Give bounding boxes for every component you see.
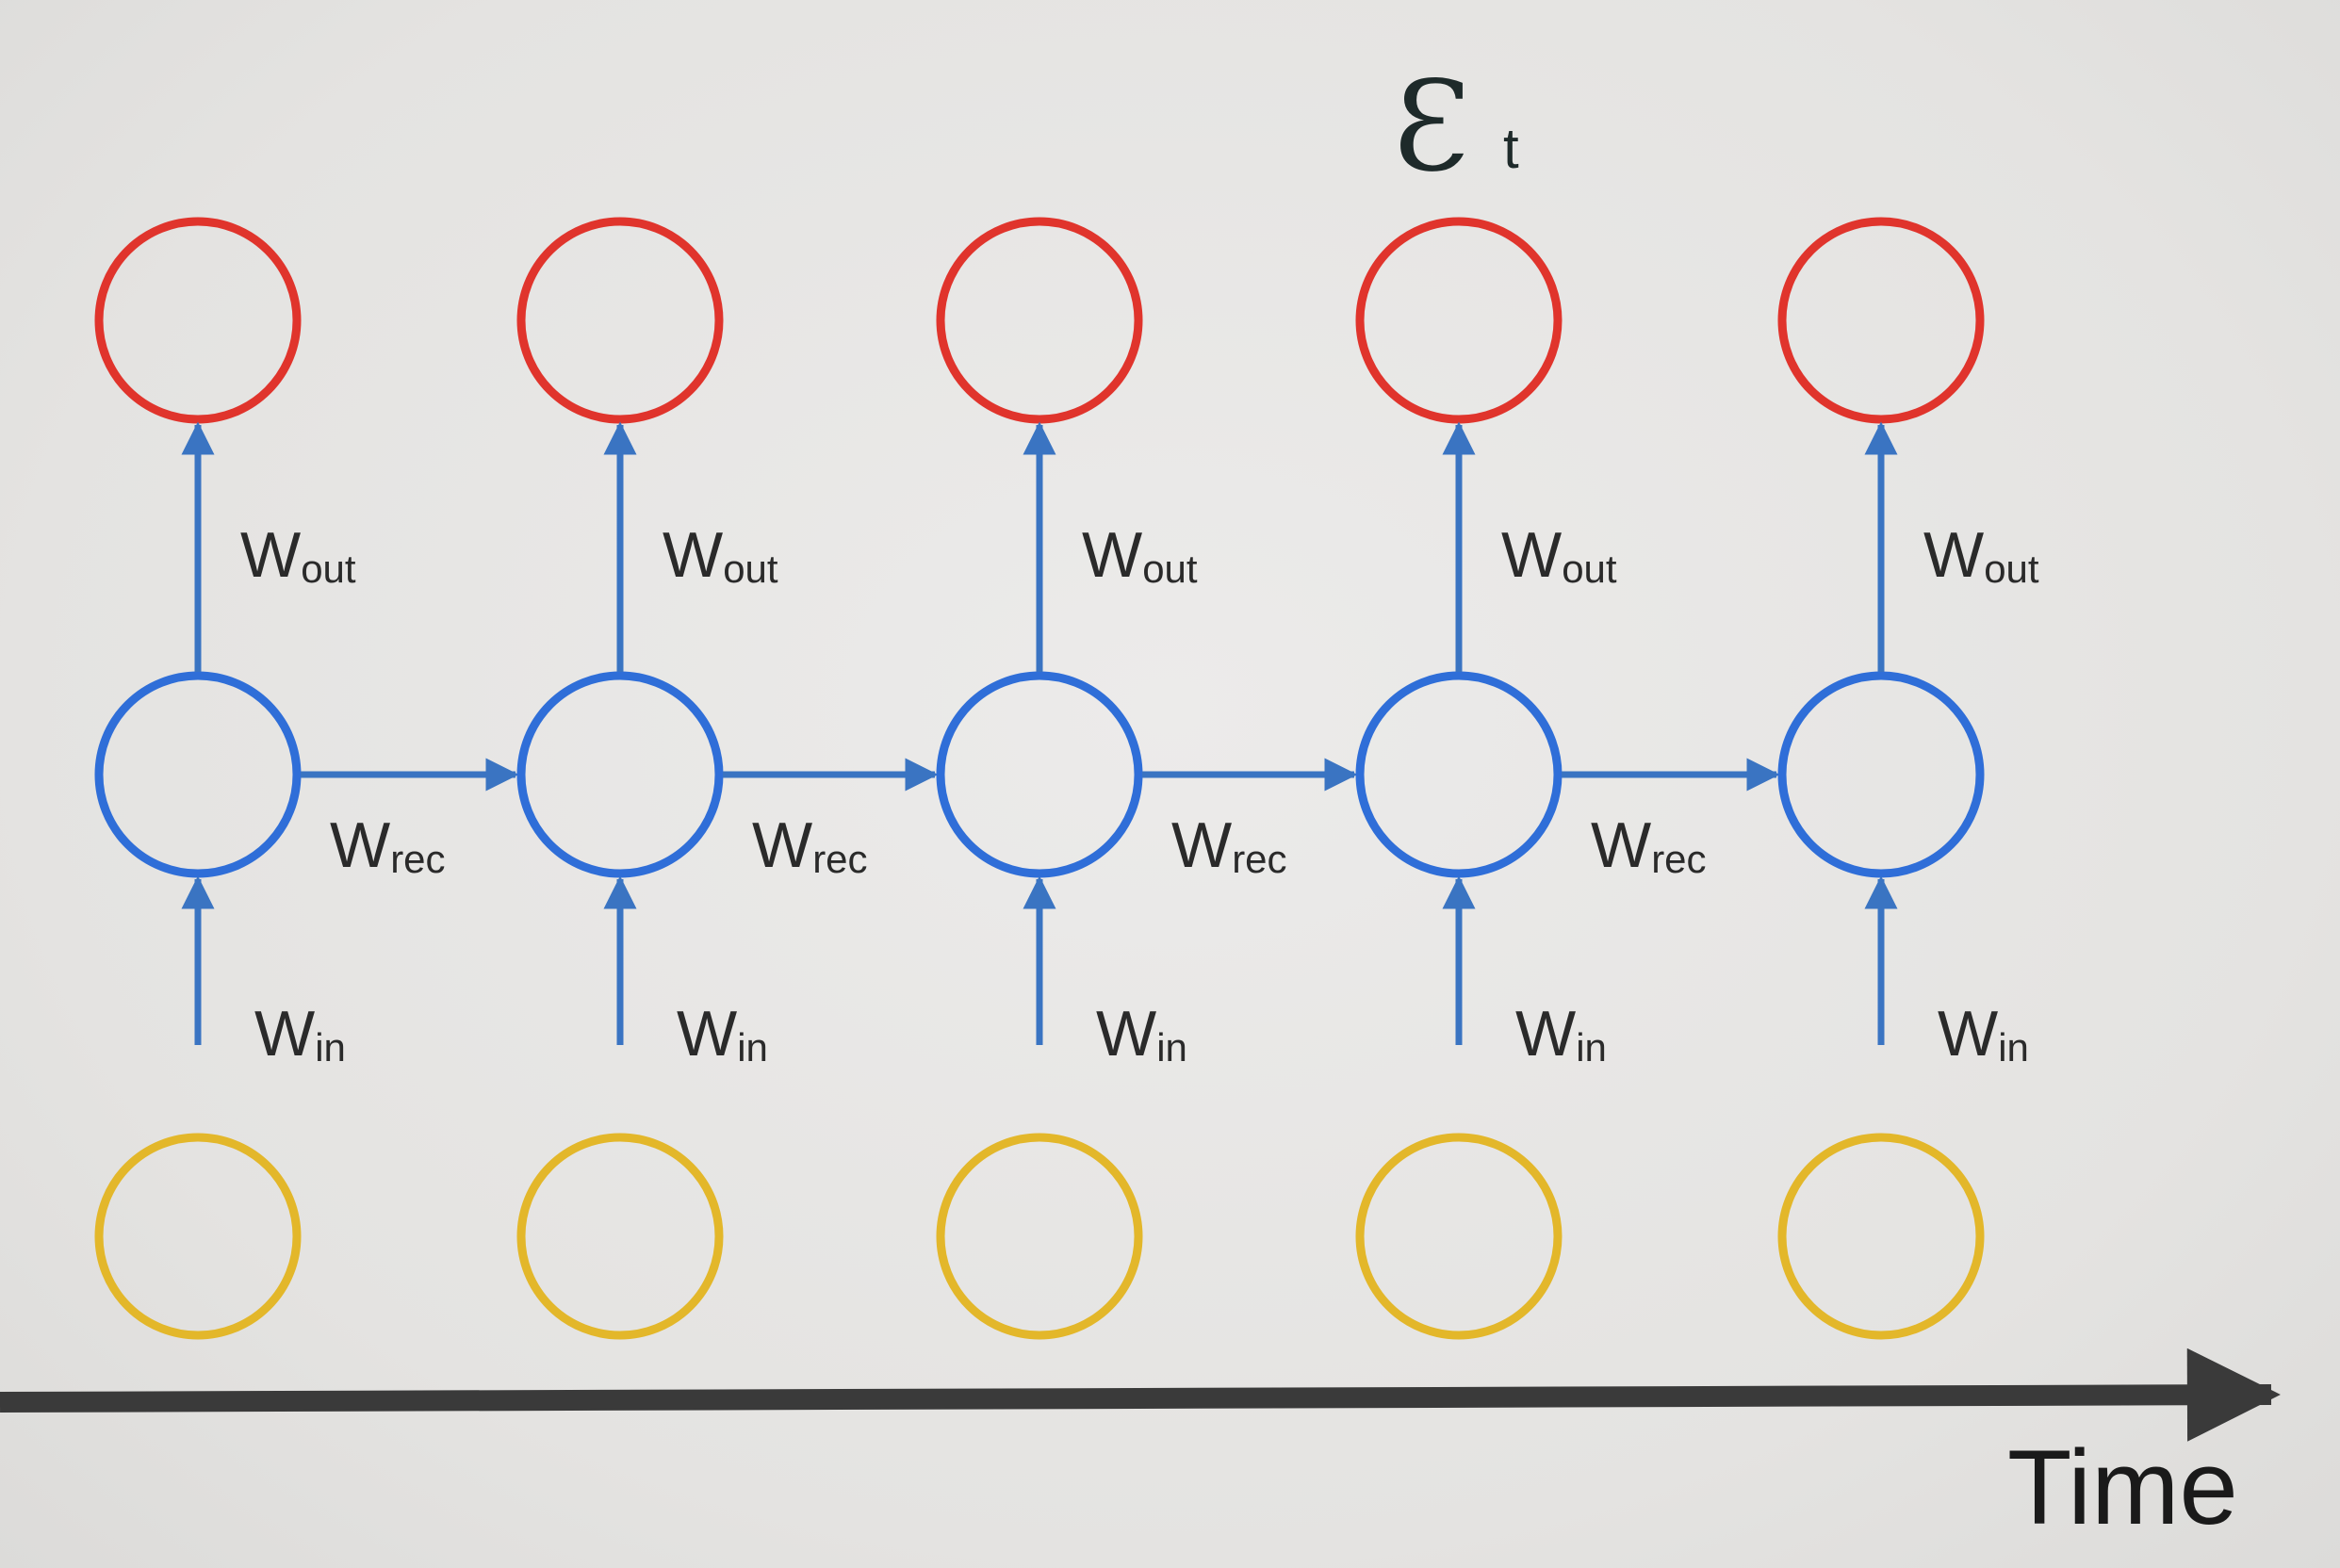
output-node <box>94 217 302 424</box>
recurrent-weight-label: Wrec <box>330 809 446 881</box>
hidden-node <box>936 671 1143 878</box>
output-weight-label: Wout <box>240 519 356 591</box>
input-node <box>1355 1133 1563 1340</box>
error-subscript: t <box>1503 117 1519 180</box>
recurrent-weight-label: Wrec <box>752 809 868 881</box>
output-weight-label: Wout <box>663 519 778 591</box>
output-weight-label: Wout <box>1501 519 1617 591</box>
output-node <box>1777 217 1985 424</box>
input-weight-label: Win <box>1938 998 2029 1070</box>
output-node <box>936 217 1143 424</box>
output-weight-label: Wout <box>1082 519 1198 591</box>
input-node <box>94 1133 302 1340</box>
input-weight-label: Win <box>1515 998 1607 1070</box>
time-axis-label: Time <box>2007 1429 2238 1546</box>
input-node <box>516 1133 724 1340</box>
input-weight-label: Win <box>1096 998 1187 1070</box>
input-weight-label: Win <box>677 998 768 1070</box>
hidden-node <box>94 671 302 878</box>
time-axis <box>0 1348 2281 1442</box>
hidden-node <box>1777 671 1985 878</box>
error-symbol: Ɛ <box>1393 55 1470 200</box>
hidden-node <box>516 671 724 878</box>
output-node <box>1355 217 1563 424</box>
input-node <box>936 1133 1143 1340</box>
hidden-node <box>1355 671 1563 878</box>
input-node <box>1777 1133 1985 1340</box>
input-weight-label: Win <box>254 998 346 1070</box>
output-node <box>516 217 724 424</box>
output-weight-label: Wout <box>1923 519 2039 591</box>
recurrent-weight-label: Wrec <box>1591 809 1707 881</box>
recurrent-weight-label: Wrec <box>1171 809 1287 881</box>
